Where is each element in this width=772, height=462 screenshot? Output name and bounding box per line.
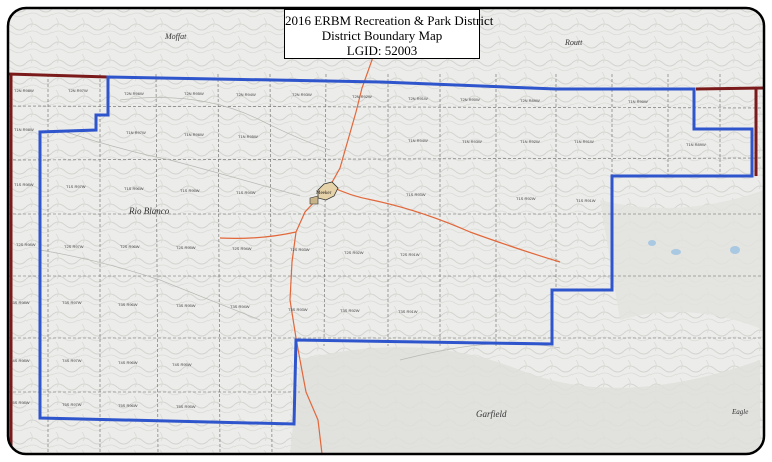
roads [219,8,561,454]
township-label: T2N R91W [408,96,428,101]
township-label: T2S R93W [290,247,310,252]
map-lgid: LGID: 52003 [346,43,418,58]
township-label: T5S R96W [118,403,138,408]
town-label-meeker: Meeker [316,191,332,196]
township-label: T2N R90W [460,97,480,102]
township-grid [8,73,764,454]
township-label: T3S R93W [288,307,308,312]
township-label: T2N R89W [520,98,540,103]
township-label: T4S R98W [10,358,30,363]
township-label: T1N R93W [462,139,482,144]
township-label: T2N R96W [124,91,144,96]
township-label: T2S R94W [232,246,252,251]
township-label: T1N R90W [628,99,648,104]
township-label: T1S R95W [180,188,200,193]
map-title-box: 2016 ERBM Recreation & Park District Dis… [284,9,494,59]
township-label: T3S R97W [62,300,82,305]
township-label: T2S R95W [176,245,196,250]
township-label: T2N R92W [352,94,372,99]
township-label: T2S R96W [120,244,140,249]
map-subtitle: District Boundary Map [321,28,443,43]
township-label: T1N R89W [686,142,706,147]
township-label: T1S R96W [124,186,144,191]
county-boundary [8,72,764,454]
township-label: T3S R92W [340,308,360,313]
township-label: T5S R97W [62,402,82,407]
township-label: T1N R96W [184,132,204,137]
lake [648,240,656,246]
township-label: T2S R91W [400,252,420,257]
lake [671,249,681,255]
township-label: T1S R97W [66,184,86,189]
township-label: T4S R96W [118,360,138,365]
township-label: T1N R97W [126,130,146,135]
township-label: T1N R94W [408,138,428,143]
township-label: T1S R94W [236,190,256,195]
county-label-garfield: Garfield [476,409,507,419]
township-label: T1N R92W [520,139,540,144]
township-label: T4S R97W [62,358,82,363]
township-label: T2S R92W [344,250,364,255]
meeker-town-marker[interactable] [309,181,339,205]
township-label: T2N R98W [14,88,34,93]
township-label: T1S R98W [14,182,34,187]
township-label: T2N R94W [236,92,256,97]
township-label: T1S R92W [516,196,536,201]
township-label: T2N R97W [68,88,88,93]
township-label: T4S R95W [172,362,192,367]
county-label-routt: Routt [564,38,583,47]
township-label: T1S R93W [406,192,426,197]
township-label: T3S R91W [398,309,418,314]
township-label: T2S R98W [16,242,36,247]
township-label: T3S R96W [118,302,138,307]
township-label: T3S R95W [176,303,196,308]
map-title: 2016 ERBM Recreation & Park District [285,13,494,28]
township-label: T2S R97W [64,244,84,249]
county-label-rio-blanco: Rio Blanco [128,206,170,216]
township-label: T3S R98W [10,300,30,305]
map-border [6,6,766,456]
county-label-moffat: Moffat [164,32,187,41]
county-label-eagle: Eagle [731,408,748,416]
eastern-terrain [600,190,764,330]
township-label: T1S R91W [576,198,596,203]
township-label: T1N R91W [574,139,594,144]
township-label: T5S R95W [176,404,196,409]
township-label: T5S R98W [10,400,30,405]
township-label: T1N R98W [14,127,34,132]
township-label: T3S R94W [230,304,250,309]
district-boundary[interactable] [38,75,754,426]
township-label: T2N R93W [292,92,312,97]
southern-terrain [290,347,760,454]
township-label: T1N R95W [238,134,258,139]
lake [730,246,740,254]
township-labels: T2N R98W T2N R97W T2N R96W T2N R95W T2N … [10,88,706,409]
township-label: T2N R95W [184,91,204,96]
